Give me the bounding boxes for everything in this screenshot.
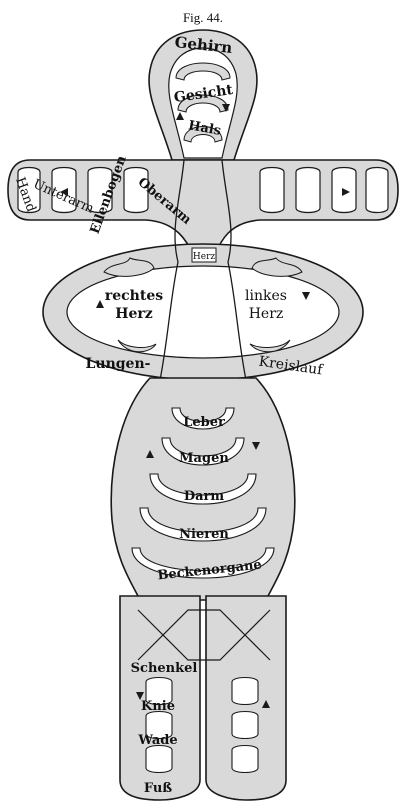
label-lungen: Lungen- [86, 356, 151, 372]
label-leber: Leber [183, 415, 225, 430]
label-linkes-herz: Herz [249, 306, 284, 322]
label-schenkel: Schenkel [131, 661, 198, 676]
label-fuss: Fuß [144, 781, 172, 796]
label-linkes: linkes [245, 288, 287, 304]
figure-caption: Fig. 44. [183, 10, 223, 25]
leg-capillaries [146, 678, 258, 773]
label-knie: Knie [141, 699, 175, 714]
label-nieren: Nieren [179, 527, 229, 542]
label-rechtes-herz: Herz [115, 306, 153, 322]
label-herz: Herz [193, 252, 215, 262]
label-wade: Wade [137, 733, 177, 748]
label-rechtes: rechtes [105, 288, 163, 304]
legs [120, 596, 286, 800]
label-darm: Darm [184, 489, 225, 504]
label-magen: Magen [179, 451, 229, 466]
